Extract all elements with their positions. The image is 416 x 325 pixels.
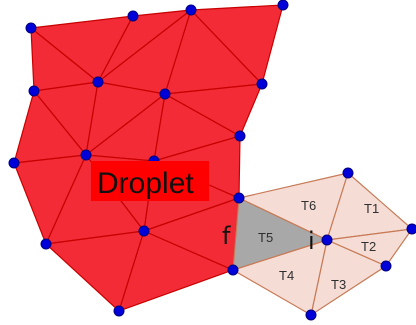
vertex-l [234,130,246,142]
vertex-p [227,264,239,276]
triangle-label-t1: T1 [364,201,379,216]
vertex-v [305,309,317,321]
point-label-f: f [222,222,231,250]
vertex-h [256,78,268,90]
vertex-a [25,22,37,34]
vertex-g [159,88,171,100]
outer-triangle-t5 [232,197,329,271]
vertex-m [40,238,52,250]
vertex-e [28,85,40,97]
vertex-b [127,10,139,22]
vertex-j [80,149,92,161]
vertex-d [277,0,289,11]
droplet-triangle-12 [163,83,263,137]
vertex-i [8,157,20,169]
droplet-label: Droplet [97,167,194,200]
droplet-triangle-6 [189,4,284,86]
triangle-label-t6: T6 [301,198,316,213]
triangle-label-t3: T3 [331,277,346,292]
vertex-f [92,76,104,88]
outer-mesh [231,171,414,317]
vertex-o [233,192,245,204]
triangle-label-t2: T2 [361,239,376,254]
triangle-label-t5: T5 [258,230,273,245]
vertex-c [185,4,197,16]
vertex-r [342,167,354,179]
vertex-n [138,225,150,237]
triangle-label-t4: T4 [279,268,294,283]
point-label-i: i [308,227,315,255]
vertex-q [113,305,125,317]
vertex-s [321,234,333,246]
droplet-label-background [91,161,209,201]
vertex-t [406,223,416,235]
vertex-u [380,260,392,272]
